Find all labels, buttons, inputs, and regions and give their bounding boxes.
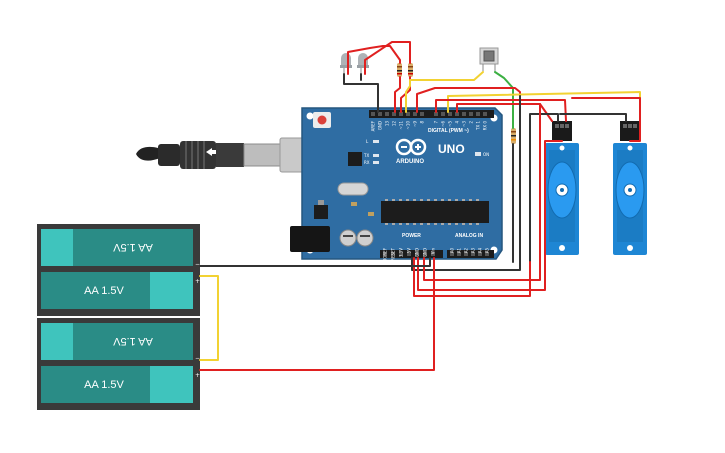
- analog-header: [447, 250, 494, 258]
- battery-1-label: AA 1.5V: [112, 241, 152, 253]
- crystal: [337, 182, 369, 196]
- minus-terminal-2: −: [195, 355, 200, 362]
- battery-pack-2[interactable]: AA 1.5V AA 1.5V − +: [37, 318, 200, 410]
- wire-servo-gnd-bottom[interactable]: [423, 103, 541, 281]
- power-header: [380, 250, 443, 258]
- on-label: ON: [483, 152, 489, 157]
- power-jack: [290, 226, 330, 252]
- analog-header-label: ANALOG IN: [455, 233, 483, 239]
- pushbutton[interactable]: [479, 47, 499, 72]
- digital-pin-label: 12: [392, 121, 397, 127]
- wire-battery-vin[interactable]: [199, 257, 435, 371]
- pin-label: Vin: [431, 248, 436, 255]
- servo-1[interactable]: [545, 121, 579, 255]
- battery-3-label: AA 1.5V: [112, 335, 152, 347]
- servo-2[interactable]: [613, 121, 647, 255]
- power-header-label: POWER: [402, 233, 421, 239]
- wire-pin-red-top[interactable]: [416, 87, 521, 113]
- digital-pin-label: GND: [378, 121, 383, 130]
- usb-cable[interactable]: [136, 137, 311, 173]
- digital-header-label: DIGITAL (PWM ~): [428, 128, 469, 134]
- wire-servo-gnd[interactable]: [456, 103, 553, 122]
- pin-label: A5: [485, 248, 490, 254]
- wire-button-green[interactable]: [494, 71, 514, 129]
- digital-pin-label: ~11: [399, 121, 404, 130]
- pin-label: IOREF: [383, 247, 388, 260]
- pin-label: RESET: [391, 247, 396, 260]
- digital-pin-label: 8: [420, 121, 425, 124]
- resistor-1[interactable]: [397, 63, 402, 77]
- led-tx-label: TX: [363, 153, 369, 158]
- wire-led2-anode[interactable]: [364, 41, 411, 75]
- wire-led1-gnd[interactable]: [343, 73, 379, 113]
- minus-terminal-1: −: [195, 261, 200, 268]
- resistor-2[interactable]: [408, 63, 413, 77]
- pin-label: A3: [471, 248, 476, 254]
- pin-label: A1: [457, 248, 462, 254]
- digital-pin-label: TX 1: [476, 121, 481, 131]
- brand-label: ARDUINO: [396, 159, 424, 165]
- wire-res1-pin[interactable]: [394, 76, 401, 113]
- digital-pin-label: RX 0: [483, 121, 488, 131]
- digital-pin-label: ~9: [413, 121, 418, 127]
- wire-led1-anode[interactable]: [347, 45, 401, 75]
- plus-terminal-2: +: [195, 372, 200, 379]
- digital-pin-label: 13: [385, 121, 390, 127]
- digital-pin-label: ~5: [448, 121, 453, 127]
- digital-pin-label: AREF: [371, 120, 376, 131]
- microcontroller-chip: [381, 201, 489, 223]
- battery-4-label: AA 1.5V: [84, 379, 124, 391]
- resistor-3[interactable]: [511, 128, 516, 144]
- wire-servo-power-2[interactable]: [571, 97, 641, 142]
- pin-label: A4: [478, 248, 483, 254]
- led-rx-label: RX: [364, 160, 370, 165]
- pin-label: A2: [464, 248, 469, 254]
- wire-servo2-signal[interactable]: [435, 99, 567, 122]
- led-l-label: L: [366, 139, 369, 144]
- led-2[interactable]: [357, 53, 369, 74]
- led-1[interactable]: [340, 53, 352, 74]
- digital-header: [369, 110, 494, 118]
- wire-button-gnd[interactable]: [411, 95, 521, 271]
- pin-label: 3.3V: [399, 248, 404, 257]
- pin-label: GND: [423, 248, 428, 257]
- wire-servo1-gnd[interactable]: [529, 113, 559, 263]
- digital-pin-label: 2: [469, 121, 474, 124]
- pin-label: 5V: [407, 248, 412, 254]
- wire-button-yellow[interactable]: [405, 71, 484, 113]
- usb-chip: [348, 152, 362, 166]
- digital-pin-label: ~10: [406, 121, 411, 130]
- pin-label: GND: [415, 248, 420, 257]
- wire-battery-link[interactable]: [199, 275, 219, 361]
- wire-battery-gnd[interactable]: [199, 257, 431, 267]
- wire-servo-power-1[interactable]: [417, 140, 563, 291]
- board-name: UNO: [438, 142, 465, 156]
- digital-pin-label: 7: [434, 121, 439, 124]
- wire-servo2-gnd[interactable]: [559, 113, 627, 122]
- digital-pin-label: 4: [455, 121, 460, 124]
- wire-servo-return[interactable]: [413, 257, 531, 297]
- digital-pin-label: ~3: [462, 121, 467, 127]
- digital-pin-label: ~6: [441, 121, 446, 127]
- plus-terminal-1: +: [195, 278, 200, 285]
- arduino-logo-icon: [395, 138, 427, 156]
- arduino-uno-board[interactable]: DIGITAL (PWM ~) ARDUINO UNO ON L TX RX: [290, 107, 503, 260]
- battery-pack-1[interactable]: AA 1.5V AA 1.5V − +: [37, 224, 200, 316]
- pin-label: A0: [450, 248, 455, 254]
- battery-2-label: AA 1.5V: [84, 285, 124, 297]
